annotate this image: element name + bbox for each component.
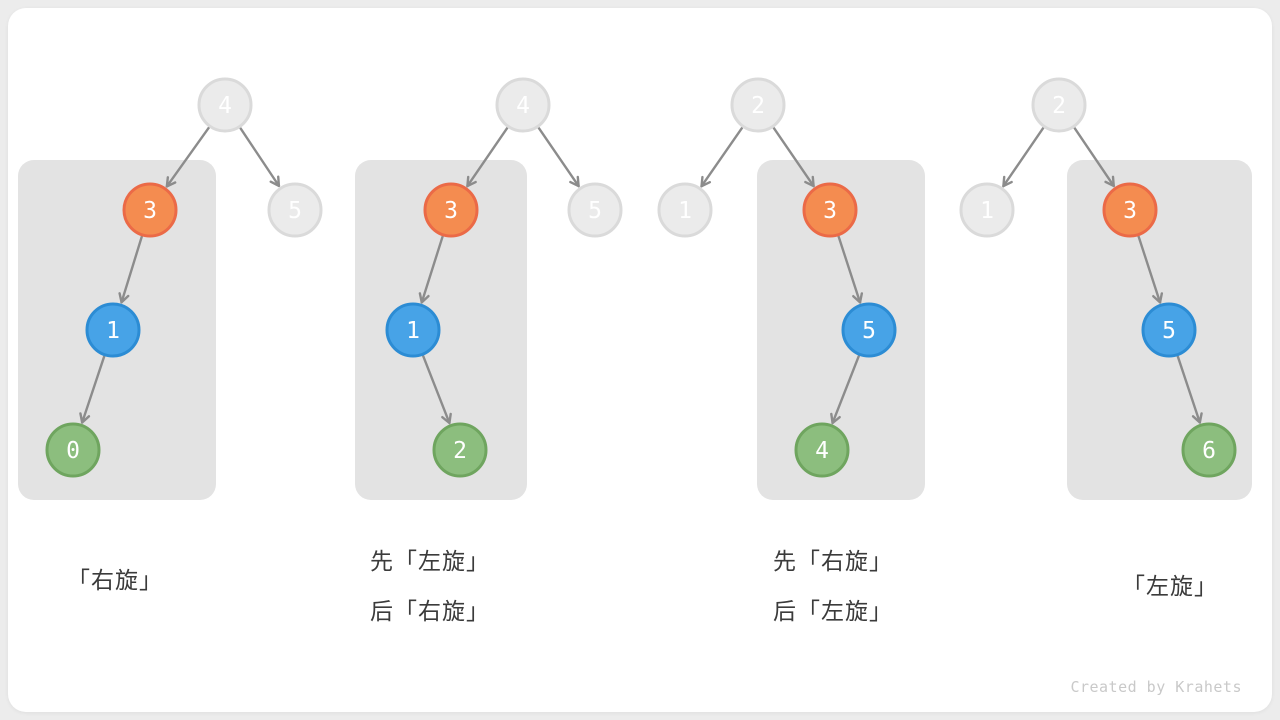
tree-edge — [772, 126, 815, 188]
tree-edge — [165, 126, 210, 188]
tree-node-value: 5 — [588, 198, 602, 224]
tree-node-4 — [495, 77, 551, 133]
tree-edge — [118, 235, 143, 304]
tree-node-1 — [85, 302, 141, 358]
credit-text: Created by Krahets — [1070, 678, 1242, 696]
tree-node-3 — [122, 182, 178, 238]
tree-node-value: 4 — [218, 93, 232, 119]
tree-node-1 — [385, 302, 441, 358]
tree-node-5 — [1141, 302, 1197, 358]
tree-node-3 — [1102, 182, 1158, 238]
tree-node-1 — [657, 182, 713, 238]
tree-node-value: 5 — [288, 198, 302, 224]
tree-edge — [239, 127, 281, 188]
tree-node-value: 2 — [751, 93, 765, 119]
tree-node-5 — [267, 182, 323, 238]
tree-node-2 — [432, 422, 488, 478]
tree-node-value: 2 — [1052, 93, 1066, 119]
tree-node-value: 3 — [1123, 198, 1137, 224]
tree-edge — [1137, 235, 1164, 304]
tree-node-value: 5 — [1162, 318, 1176, 344]
tree-node-value: 4 — [516, 93, 530, 119]
tree-edge — [830, 354, 860, 425]
tree-node-value: 6 — [1202, 438, 1216, 464]
tree-node-value: 1 — [980, 198, 994, 224]
tree-node-value: 1 — [678, 198, 692, 224]
tree-edge — [1002, 126, 1045, 188]
tree-node-2 — [730, 77, 786, 133]
tree-node-5 — [567, 182, 623, 238]
tree-edge — [422, 354, 452, 425]
tree-edge — [466, 126, 509, 188]
tree-edge — [537, 126, 580, 188]
tree-node-value: 4 — [815, 438, 829, 464]
tree-left-rotation: 2 1 3 5 6 — [959, 77, 1252, 500]
tree-node-5 — [841, 302, 897, 358]
tree-edge — [79, 355, 106, 424]
highlight-region — [355, 160, 527, 500]
tree-right-then-left-rotation: 2 1 3 5 4 — [657, 77, 925, 500]
tree-node-value: 0 — [66, 438, 80, 464]
tree-right-rotation: 4 3 5 1 0 — [18, 77, 323, 500]
tree-node-1 — [959, 182, 1015, 238]
tree-node-4 — [794, 422, 850, 478]
tree-edge — [700, 126, 744, 188]
tree-edge — [1073, 126, 1115, 188]
tree-node-value: 1 — [406, 318, 420, 344]
tree-node-value: 1 — [106, 318, 120, 344]
tree-node-3 — [802, 182, 858, 238]
tree-edge — [1176, 355, 1203, 424]
tree-left-then-right-rotation: 4 3 5 1 2 — [355, 77, 623, 500]
tree-node-value: 3 — [823, 198, 837, 224]
tree-node-value: 3 — [143, 198, 157, 224]
tree-edge — [418, 235, 444, 304]
tree-node-0 — [45, 422, 101, 478]
tree-node-2 — [1031, 77, 1087, 133]
tree-node-4 — [197, 77, 253, 133]
tree-node-3 — [423, 182, 479, 238]
tree-node-value: 2 — [453, 438, 467, 464]
tree-node-6 — [1181, 422, 1237, 478]
highlight-region — [757, 160, 925, 500]
tree-node-value: 3 — [444, 198, 458, 224]
tree-edge — [837, 235, 864, 304]
tree-node-value: 5 — [862, 318, 876, 344]
